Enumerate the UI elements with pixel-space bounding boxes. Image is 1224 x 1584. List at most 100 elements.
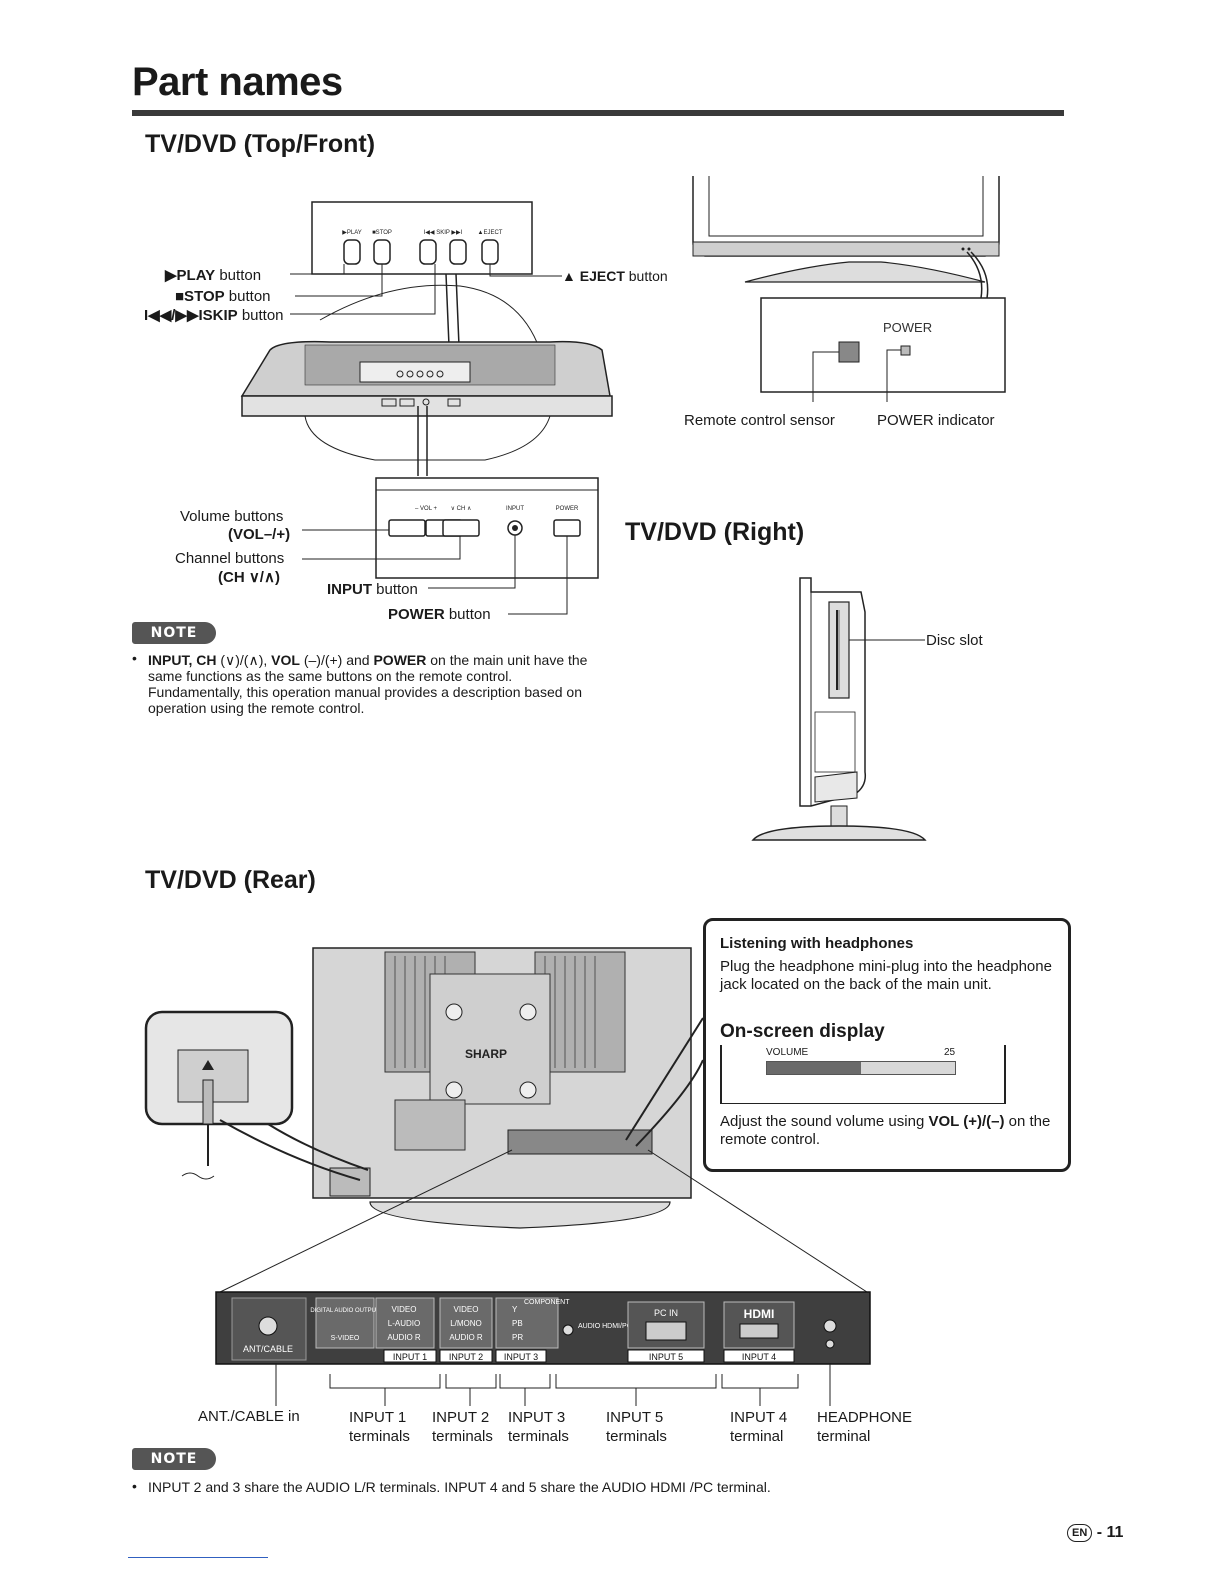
front-button-legend: ∨ CH ∧ <box>451 506 472 512</box>
audio-l-label: L-AUDIO <box>388 1319 420 1328</box>
right-side-illustration <box>751 577 927 841</box>
ant-cable-label: ANT/CABLE <box>243 1344 293 1354</box>
volume-buttons-label: Volume buttons <box>180 508 284 525</box>
headphone-jack-inner <box>825 1339 835 1349</box>
audio-l-mono-label: L/MONO <box>450 1319 482 1328</box>
input-tag <box>439 1349 493 1363</box>
title-rule <box>132 110 1064 116</box>
stop-button-label: ■STOP button <box>175 288 271 305</box>
play-button-label: ▶PLAY button <box>165 267 262 284</box>
volume-down-button-shape <box>388 519 426 537</box>
input-button-label: INPUT button <box>327 581 418 598</box>
eject-button-label: ▲ EJECT button <box>562 268 668 284</box>
power-button-shape <box>553 519 581 537</box>
sharp-logo: SHARP <box>465 1047 507 1061</box>
power-detail-box <box>760 297 1006 393</box>
digital-audio-block <box>315 1297 375 1349</box>
headphones-body: Plug the headphone mini-plug into the he… <box>720 958 1052 993</box>
channel-button-shape <box>442 519 480 537</box>
component-y-label: Y <box>512 1305 518 1314</box>
note-badge: NOTE <box>132 622 216 644</box>
headphones-info-box: Listening with headphones Plug the headp… <box>703 918 1071 1172</box>
eject-button-shape <box>481 239 499 265</box>
pc-in-label: PC IN <box>654 1308 678 1318</box>
note-1-text: INPUT, CH (∨)/(∧), VOL (–)/(+) and POWER… <box>148 652 588 716</box>
front-button-legend: INPUT <box>506 506 524 512</box>
audio-r-label: AUDIO R <box>387 1333 421 1342</box>
top-button-legend: ▶PLAY <box>342 230 362 236</box>
footer-rule <box>128 1557 268 1558</box>
ant-cable-jack <box>258 1316 278 1336</box>
rear-terminal-strip <box>507 1129 653 1155</box>
page-number: EN - 11 <box>1067 1524 1123 1542</box>
headphones-heading: Listening with headphones <box>720 935 914 952</box>
power-indicator-label: POWER indicator <box>877 412 995 429</box>
input-tag-label: INPUT 3 <box>504 1352 538 1362</box>
headphone-jack <box>823 1319 837 1333</box>
osd-frame: VOLUME 25 <box>720 1045 1006 1104</box>
s-video-label: S-VIDEO <box>331 1335 360 1342</box>
video-label: VIDEO <box>454 1305 479 1314</box>
component-pb-label: PB <box>512 1319 523 1328</box>
power-button-label: POWER button <box>388 606 491 623</box>
hdmi-port-shape <box>739 1323 779 1339</box>
input-tag-label: INPUT 5 <box>649 1352 683 1362</box>
note-badge-2: NOTE <box>132 1448 216 1470</box>
remote-sensor-label: Remote control sensor <box>684 412 835 429</box>
video-label: VIDEO <box>392 1305 417 1314</box>
top-button-legend: ■STOP <box>372 230 392 236</box>
remote-sensor-shape <box>838 341 860 363</box>
section-heading-top-front: TV/DVD (Top/Front) <box>145 130 376 158</box>
section-heading-rear: TV/DVD (Rear) <box>145 866 316 894</box>
osd-volume-fill <box>767 1062 861 1074</box>
channel-buttons-label: Channel buttons <box>175 550 285 567</box>
stop-button-shape <box>373 239 391 265</box>
osd-volume-bar <box>766 1061 956 1075</box>
callout-ant-cable: ANT./CABLE in <box>198 1408 300 1425</box>
skip-button-label: I◀◀/▶▶ISKIP button <box>144 307 284 324</box>
osd-volume-label: VOLUME <box>766 1047 809 1058</box>
audio-hdmi-pc-jack <box>562 1324 574 1336</box>
page-title: Part names <box>132 60 343 104</box>
audio-hdmi-pc-label: AUDIO HDMI/PC <box>578 1323 632 1330</box>
skip-forward-button-shape <box>449 239 467 265</box>
power-indicator-shape <box>900 345 911 356</box>
skip-back-button-shape <box>419 239 437 265</box>
osd-volume-value: 25 <box>944 1047 956 1058</box>
input2-block <box>439 1297 493 1349</box>
input-tag <box>383 1349 437 1363</box>
front-button-legend: – VOL + <box>415 506 437 512</box>
input-tag-label: INPUT 1 <box>393 1352 427 1362</box>
input-tag-label: INPUT 4 <box>742 1352 776 1362</box>
input-tag-label: INPUT 2 <box>449 1352 483 1362</box>
digital-audio-label: DIGITAL AUDIO OUTPUT <box>310 1308 380 1314</box>
vga-port-shape <box>645 1321 687 1341</box>
input-tag <box>627 1349 705 1363</box>
component-block <box>495 1297 559 1349</box>
power-legend: POWER <box>883 320 932 335</box>
component-pr-label: PR <box>512 1333 523 1342</box>
top-button-legend: I◀◀ SKIP ▶▶I <box>424 230 463 236</box>
front-button-legend: POWER <box>556 506 579 512</box>
component-label: COMPONENT <box>524 1299 570 1306</box>
rear-illustration: SHARP ANT/CABLE DIGITAL AUDIO OUTPUT S-VID… <box>144 947 871 1365</box>
input-tag <box>723 1349 795 1363</box>
osd-adjust-text: Adjust the sound volume using VOL (+)/(–… <box>720 1113 1051 1148</box>
callout-leaders <box>275 1364 831 1406</box>
channel-buttons-sub: (CH ∨/∧) <box>218 569 280 586</box>
volume-buttons-sub: (VOL–/+) <box>228 526 291 543</box>
top-front-illustration: ▶PLAY ■STOP I◀◀ SKIP ▶▶I ▲EJECT – VOL + ∨ CH… <box>240 201 613 615</box>
top-button-legend: ▲EJECT <box>478 230 503 236</box>
note-bullet: • <box>132 650 137 666</box>
audio-r-label: AUDIO R <box>449 1333 483 1342</box>
section-heading-right: TV/DVD (Right) <box>625 518 805 546</box>
note-bullet-2: • <box>132 1478 137 1494</box>
disc-slot-label: Disc slot <box>926 632 983 649</box>
input1-av-block <box>375 1297 435 1349</box>
